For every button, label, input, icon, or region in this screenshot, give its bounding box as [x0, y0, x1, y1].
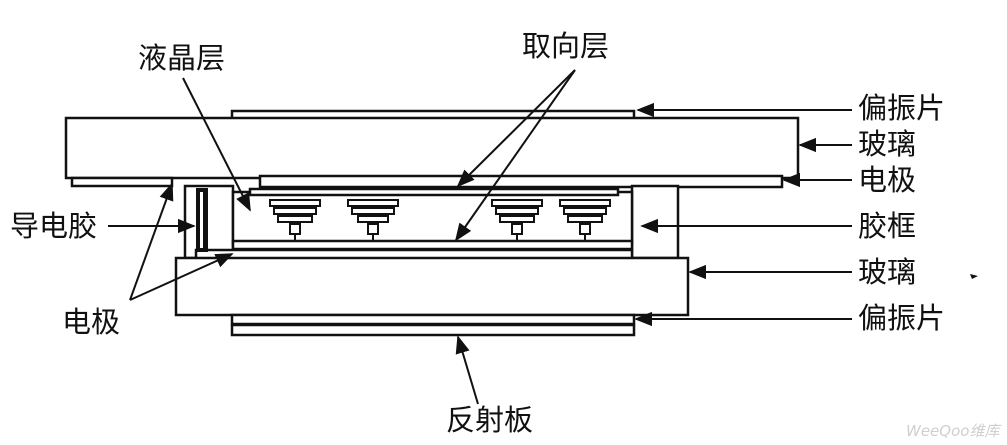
- top-alignment-layer: [248, 187, 620, 197]
- label-glass-top: 玻璃: [858, 127, 916, 161]
- top-glass: [64, 116, 800, 180]
- sealant-frame-right: [630, 184, 680, 260]
- leader-arrows: [108, 69, 852, 405]
- arrow-electrode-left-2: [129, 253, 234, 301]
- label-polarizer-bottom: 偏振片: [858, 301, 945, 335]
- label-electrode-right: 电极: [858, 163, 916, 197]
- lc-molecule: [269, 199, 321, 242]
- lc-molecule: [491, 199, 543, 242]
- arrow-alignment-top: [456, 69, 576, 188]
- arrow-alignment-bottom: [454, 69, 576, 242]
- arrow-reflector: [455, 335, 479, 405]
- label-electrode-left: 电极: [62, 305, 120, 339]
- bottom-alignment-layer: [231, 239, 634, 251]
- watermark: WeeQoo维库: [906, 422, 1002, 440]
- arrow-liquid-crystal: [182, 77, 251, 212]
- bottom-polarizer: [230, 313, 636, 326]
- label-sealant-frame: 胶框: [858, 209, 916, 243]
- lc-molecule: [559, 199, 611, 242]
- label-reflector: 反射板: [446, 403, 533, 437]
- label-glass-bottom: 玻璃: [858, 255, 916, 289]
- label-alignment-layer: 取向层: [522, 29, 609, 63]
- label-conductive-glue: 导电胶: [10, 209, 97, 243]
- top-electrode-right: [258, 174, 784, 189]
- label-polarizer-top: 偏振片: [858, 91, 945, 125]
- lc-molecule: [347, 199, 399, 242]
- liquid-crystal-molecules: [269, 199, 611, 242]
- labels: 液晶层 取向层 偏振片 玻璃 电极 导电胶 胶框 玻璃 电极 偏振片 反射板 W…: [10, 29, 1002, 440]
- sealant-frame-left: [183, 184, 235, 260]
- label-liquid-crystal-layer: 液晶层: [138, 41, 225, 75]
- top-electrode-left: [70, 176, 174, 188]
- bottom-glass: [174, 256, 690, 317]
- conductive-glue: [196, 188, 208, 252]
- reflector-plate: [230, 323, 636, 337]
- arrow-electrode-left-1: [129, 182, 174, 301]
- lcd-layers: [64, 109, 800, 337]
- stray-mark: [970, 274, 978, 279]
